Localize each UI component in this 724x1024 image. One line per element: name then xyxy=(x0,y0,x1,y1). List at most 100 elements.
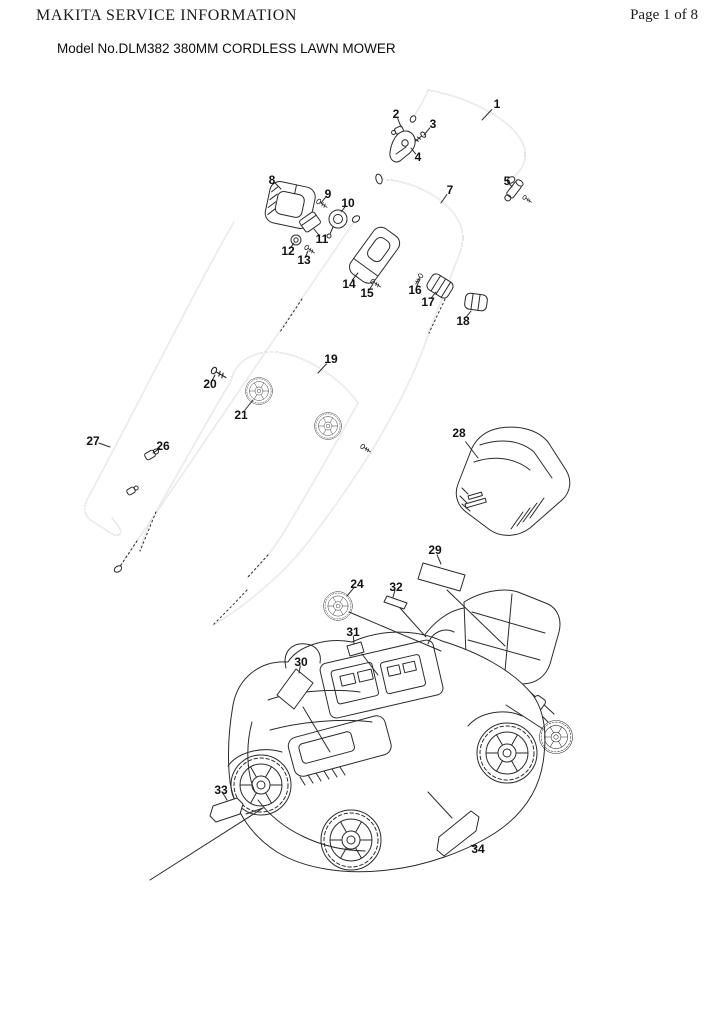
part-number-8: 8 xyxy=(269,173,276,187)
switch-block xyxy=(299,211,321,233)
leader-line-part-14 xyxy=(351,272,359,281)
part-number-24: 24 xyxy=(350,577,364,591)
sticker-29 xyxy=(417,562,466,592)
leader-line-part-9 xyxy=(320,196,327,204)
leader-line-part-24 xyxy=(346,587,354,597)
deck-logo xyxy=(299,766,346,786)
part-number-9: 9 xyxy=(325,187,332,201)
connector-line xyxy=(302,706,331,753)
switch-housing xyxy=(264,181,316,229)
sticker-30 xyxy=(276,668,314,710)
handle-tube-left xyxy=(113,215,361,573)
switch-knob xyxy=(326,209,348,239)
part-number-14: 14 xyxy=(342,277,356,291)
part-number-29: 29 xyxy=(428,543,442,557)
part-number-18: 18 xyxy=(456,314,470,328)
leader-line-part-26 xyxy=(152,447,160,454)
switch-lever xyxy=(389,130,416,163)
leader-line-part-30 xyxy=(298,665,301,674)
leader-line-part-1 xyxy=(481,109,493,121)
lock-nut xyxy=(290,234,302,246)
sticker-34 xyxy=(436,810,480,857)
leader-line-part-17 xyxy=(430,291,437,299)
page-indicator: Page 1 of 8 xyxy=(630,7,698,23)
leader-line-part-12 xyxy=(289,242,295,249)
handle-clamp-knob xyxy=(314,412,342,440)
connector-line xyxy=(149,807,264,881)
leader-line-part-21 xyxy=(244,399,254,411)
leader-line-part-33 xyxy=(222,793,228,801)
part-number-21: 21 xyxy=(234,408,248,422)
part-number-12: 12 xyxy=(281,244,295,258)
leader-line-part-18 xyxy=(465,310,472,318)
control-cable xyxy=(84,221,235,536)
part-number-20: 20 xyxy=(203,377,217,391)
leader-line-part-3 xyxy=(423,127,431,136)
handle-clamp xyxy=(464,292,488,312)
part-number-5: 5 xyxy=(504,174,511,188)
model-number-line: Model No.DLM382 380MM CORDLESS LAWN MOWE… xyxy=(57,41,396,56)
part-number-34: 34 xyxy=(471,842,485,856)
part-number-19: 19 xyxy=(324,352,338,366)
leader-line-part-32 xyxy=(392,590,396,598)
leader-line-part-7 xyxy=(440,194,448,204)
sticker-31 xyxy=(346,641,365,657)
leader-line-part-20 xyxy=(211,374,216,382)
handle-bolt xyxy=(504,179,524,202)
leader-line-part-13 xyxy=(304,250,309,258)
wheel-hub-cap xyxy=(539,720,573,754)
leader-line-part-5 xyxy=(508,182,513,188)
leader-line-part-28 xyxy=(465,441,479,459)
leader-line-part-11 xyxy=(313,228,320,236)
mower-deck-body xyxy=(227,629,546,873)
connector-line xyxy=(399,607,427,638)
part-number-4: 4 xyxy=(415,150,422,164)
part-number-1: 1 xyxy=(494,97,501,111)
handle-clamp-knob xyxy=(245,377,273,405)
leader-line-part-15 xyxy=(368,283,374,291)
connector-line xyxy=(361,653,379,676)
battery-cover-hood xyxy=(455,426,571,536)
leader-line-part-16 xyxy=(416,278,421,287)
connector-line xyxy=(245,807,264,815)
part-number-11: 11 xyxy=(316,232,329,246)
connector-line xyxy=(446,589,506,647)
upper-handle-bar xyxy=(409,89,526,184)
part-number-27: 27 xyxy=(86,434,100,448)
handle-tube-right xyxy=(212,173,464,626)
front-hatch xyxy=(287,715,392,777)
leader-line-part-29 xyxy=(436,554,442,565)
part-number-17: 17 xyxy=(421,295,435,309)
lower-handle-bar xyxy=(139,351,359,579)
handle-clamp xyxy=(426,273,454,299)
leader-line-part-34 xyxy=(470,844,477,849)
part-number-2: 2 xyxy=(393,107,400,121)
leader-line-part-8 xyxy=(274,182,282,190)
leader-line-part-27 xyxy=(98,442,111,448)
battery-bay xyxy=(319,639,444,719)
part-number-7: 7 xyxy=(447,183,454,197)
part-number-28: 28 xyxy=(452,426,466,440)
part-number-10: 10 xyxy=(341,196,355,210)
leader-line-part-10 xyxy=(340,205,347,213)
connector-line xyxy=(505,704,544,730)
part-number-13: 13 xyxy=(297,253,311,267)
part-number-30: 30 xyxy=(294,655,308,669)
sticker-32 xyxy=(383,595,408,610)
part-number-16: 16 xyxy=(408,283,422,297)
part-number-33: 33 xyxy=(214,783,228,797)
part-number-26: 26 xyxy=(156,439,170,453)
connector-line xyxy=(427,791,453,819)
connector-line xyxy=(348,611,442,652)
sticker-33 xyxy=(209,797,244,823)
grip-housing xyxy=(349,226,401,284)
cable-clip xyxy=(126,485,139,496)
leader-line-part-4 xyxy=(410,147,417,155)
switch-lever-assembly xyxy=(389,125,428,163)
part-number-31: 31 xyxy=(346,625,360,639)
spare-wheel xyxy=(323,591,353,621)
leader-line-part-2 xyxy=(397,118,402,128)
page-title: MAKITA SERVICE INFORMATION xyxy=(36,7,298,24)
